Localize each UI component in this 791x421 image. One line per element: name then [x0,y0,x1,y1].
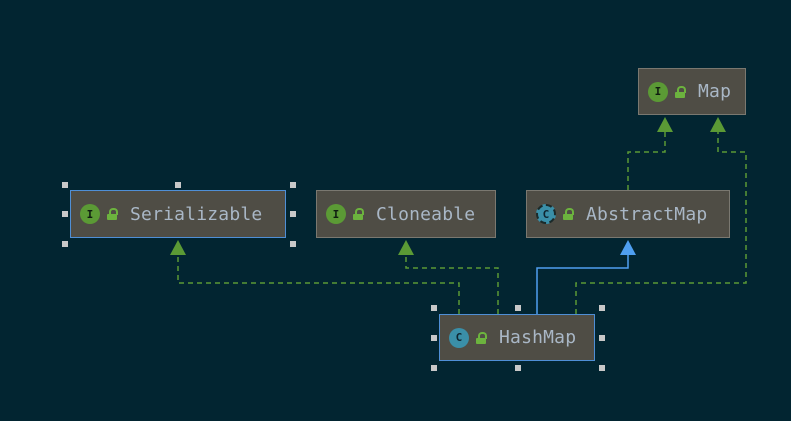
arrowhead-cloneable [398,240,414,255]
resize-handle[interactable] [62,182,68,188]
interface-icon: I [648,81,668,102]
node-abstractmap[interactable]: C AbstractMap [526,190,730,238]
class-icon: C [449,327,469,348]
resize-handle[interactable] [62,241,68,247]
lock-icon [562,208,574,220]
arrowhead-serializable [170,240,186,255]
node-serializable-label: Serializable [130,203,263,225]
edge-hashmap-map[interactable] [575,131,747,314]
node-hashmap-label: HashMap [499,327,577,348]
resize-handle[interactable] [290,241,296,247]
node-map[interactable]: I Map [638,68,746,115]
resize-handle[interactable] [62,211,68,217]
resize-handle[interactable] [431,365,437,371]
resize-handle[interactable] [431,335,437,341]
resize-handle[interactable] [290,182,296,188]
node-hashmap[interactable]: C HashMap [439,314,595,361]
resize-handle[interactable] [599,305,605,311]
resize-handle[interactable] [515,365,521,371]
resize-handle[interactable] [290,211,296,217]
lock-icon [674,85,686,98]
node-serializable[interactable]: I Serializable [70,190,286,238]
edge-hashmap-abstractmap[interactable] [536,254,629,314]
interface-icon: I [80,204,100,224]
arrowhead-map-right [710,117,726,132]
lock-icon [352,208,364,220]
resize-handle[interactable] [515,305,521,311]
lock-icon [106,208,118,220]
resize-handle[interactable] [599,365,605,371]
node-cloneable[interactable]: I Cloneable [316,190,496,238]
node-abstractmap-label: AbstractMap [586,203,708,225]
node-cloneable-label: Cloneable [376,203,476,225]
resize-handle[interactable] [599,335,605,341]
abstract-class-icon: C [536,204,556,224]
node-map-label: Map [698,81,732,102]
lock-icon [475,331,487,344]
resize-handle[interactable] [431,305,437,311]
resize-handle[interactable] [175,182,181,188]
arrowhead-abstractmap [620,240,636,255]
interface-icon: I [326,204,346,224]
edge-hashmap-serializable[interactable] [177,254,460,314]
arrowhead-map-left [657,117,673,132]
edge-hashmap-cloneable[interactable] [405,254,499,314]
edge-abstractmap-map[interactable] [627,131,666,190]
